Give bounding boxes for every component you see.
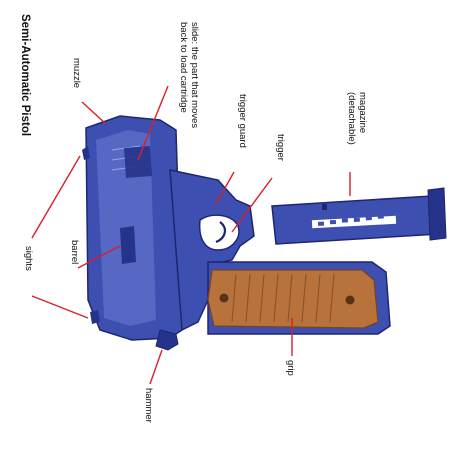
grip-screw-top [220, 294, 229, 303]
label-trigger: trigger [275, 134, 286, 161]
ejection-port [124, 146, 152, 178]
label-muzzle: muzzle [71, 58, 82, 88]
label-trigger-guard: trigger guard [237, 94, 248, 148]
magazine-notch [322, 204, 327, 210]
label-barrel: barrel [69, 240, 80, 264]
label-sights: sights [23, 246, 34, 271]
magazine-baseplate [428, 188, 446, 240]
label-hammer: hammer [143, 388, 154, 423]
label-slide-line2: back to load cartridge [178, 22, 189, 113]
barrel-detail [120, 226, 136, 264]
grip-screw-bottom [346, 296, 355, 305]
diagram-title: Semi-Automatic Pistol [19, 14, 31, 136]
label-grip: grip [285, 360, 296, 376]
label-magazine-line2: (detachable) [346, 92, 357, 145]
trigger-guard-opening [200, 215, 239, 250]
label-slide-line1: slide: the part that moves [189, 22, 200, 128]
label-magazine-line1: magazine [357, 92, 368, 133]
